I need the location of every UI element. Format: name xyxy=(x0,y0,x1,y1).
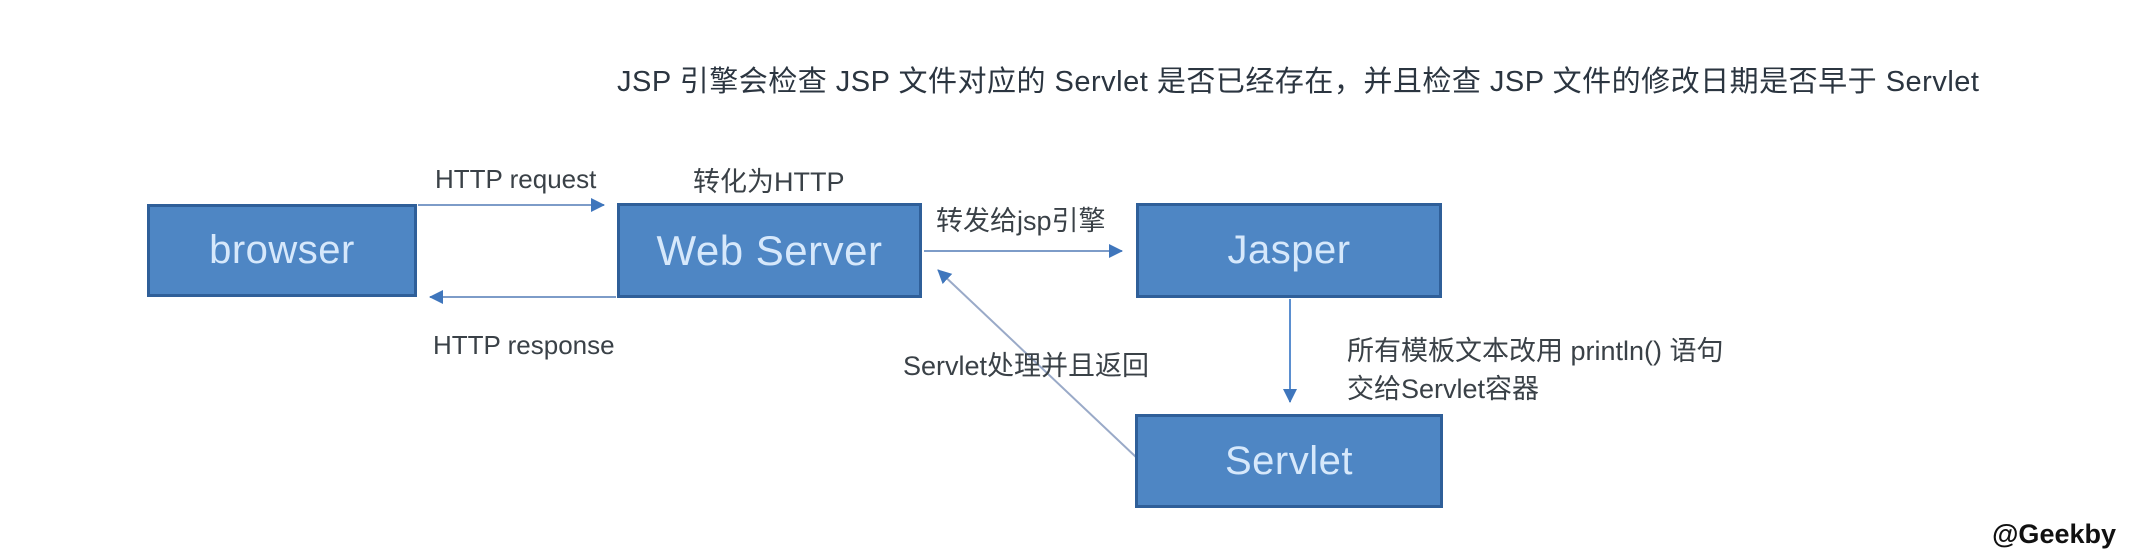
http-request-label: HTTP request xyxy=(435,164,597,194)
servlet-process-return-label: Servlet处理并且返回 xyxy=(903,351,1150,381)
jasper-node-label: Jasper xyxy=(1227,228,1351,272)
println-note-label: 所有模板文本改用 println() 语句 交给Servlet容器 xyxy=(1347,332,1724,408)
web-server-node: Web Server xyxy=(617,203,922,298)
convert-to-http-label: 转化为HTTP xyxy=(693,167,845,197)
servlet-node-label: Servlet xyxy=(1225,438,1353,483)
browser-node: browser xyxy=(147,204,417,297)
web-server-node-label: Web Server xyxy=(656,226,883,274)
watermark: @Geekby xyxy=(1992,519,2116,549)
println-note-line1: 所有模板文本改用 println() 语句 xyxy=(1347,336,1724,366)
browser-node-label: browser xyxy=(209,228,355,272)
diagram-caption: JSP 引擎会检查 JSP 文件对应的 Servlet 是否已经存在，并且检查 … xyxy=(617,66,1980,98)
http-response-label: HTTP response xyxy=(433,330,615,360)
jasper-node: Jasper xyxy=(1136,203,1442,298)
forward-to-jsp-engine-label: 转发给jsp引擎 xyxy=(936,206,1106,236)
servlet-to-webserver-arrow xyxy=(937,269,1138,459)
servlet-node: Servlet xyxy=(1135,414,1443,508)
println-note-line2: 交给Servlet容器 xyxy=(1347,374,1540,404)
